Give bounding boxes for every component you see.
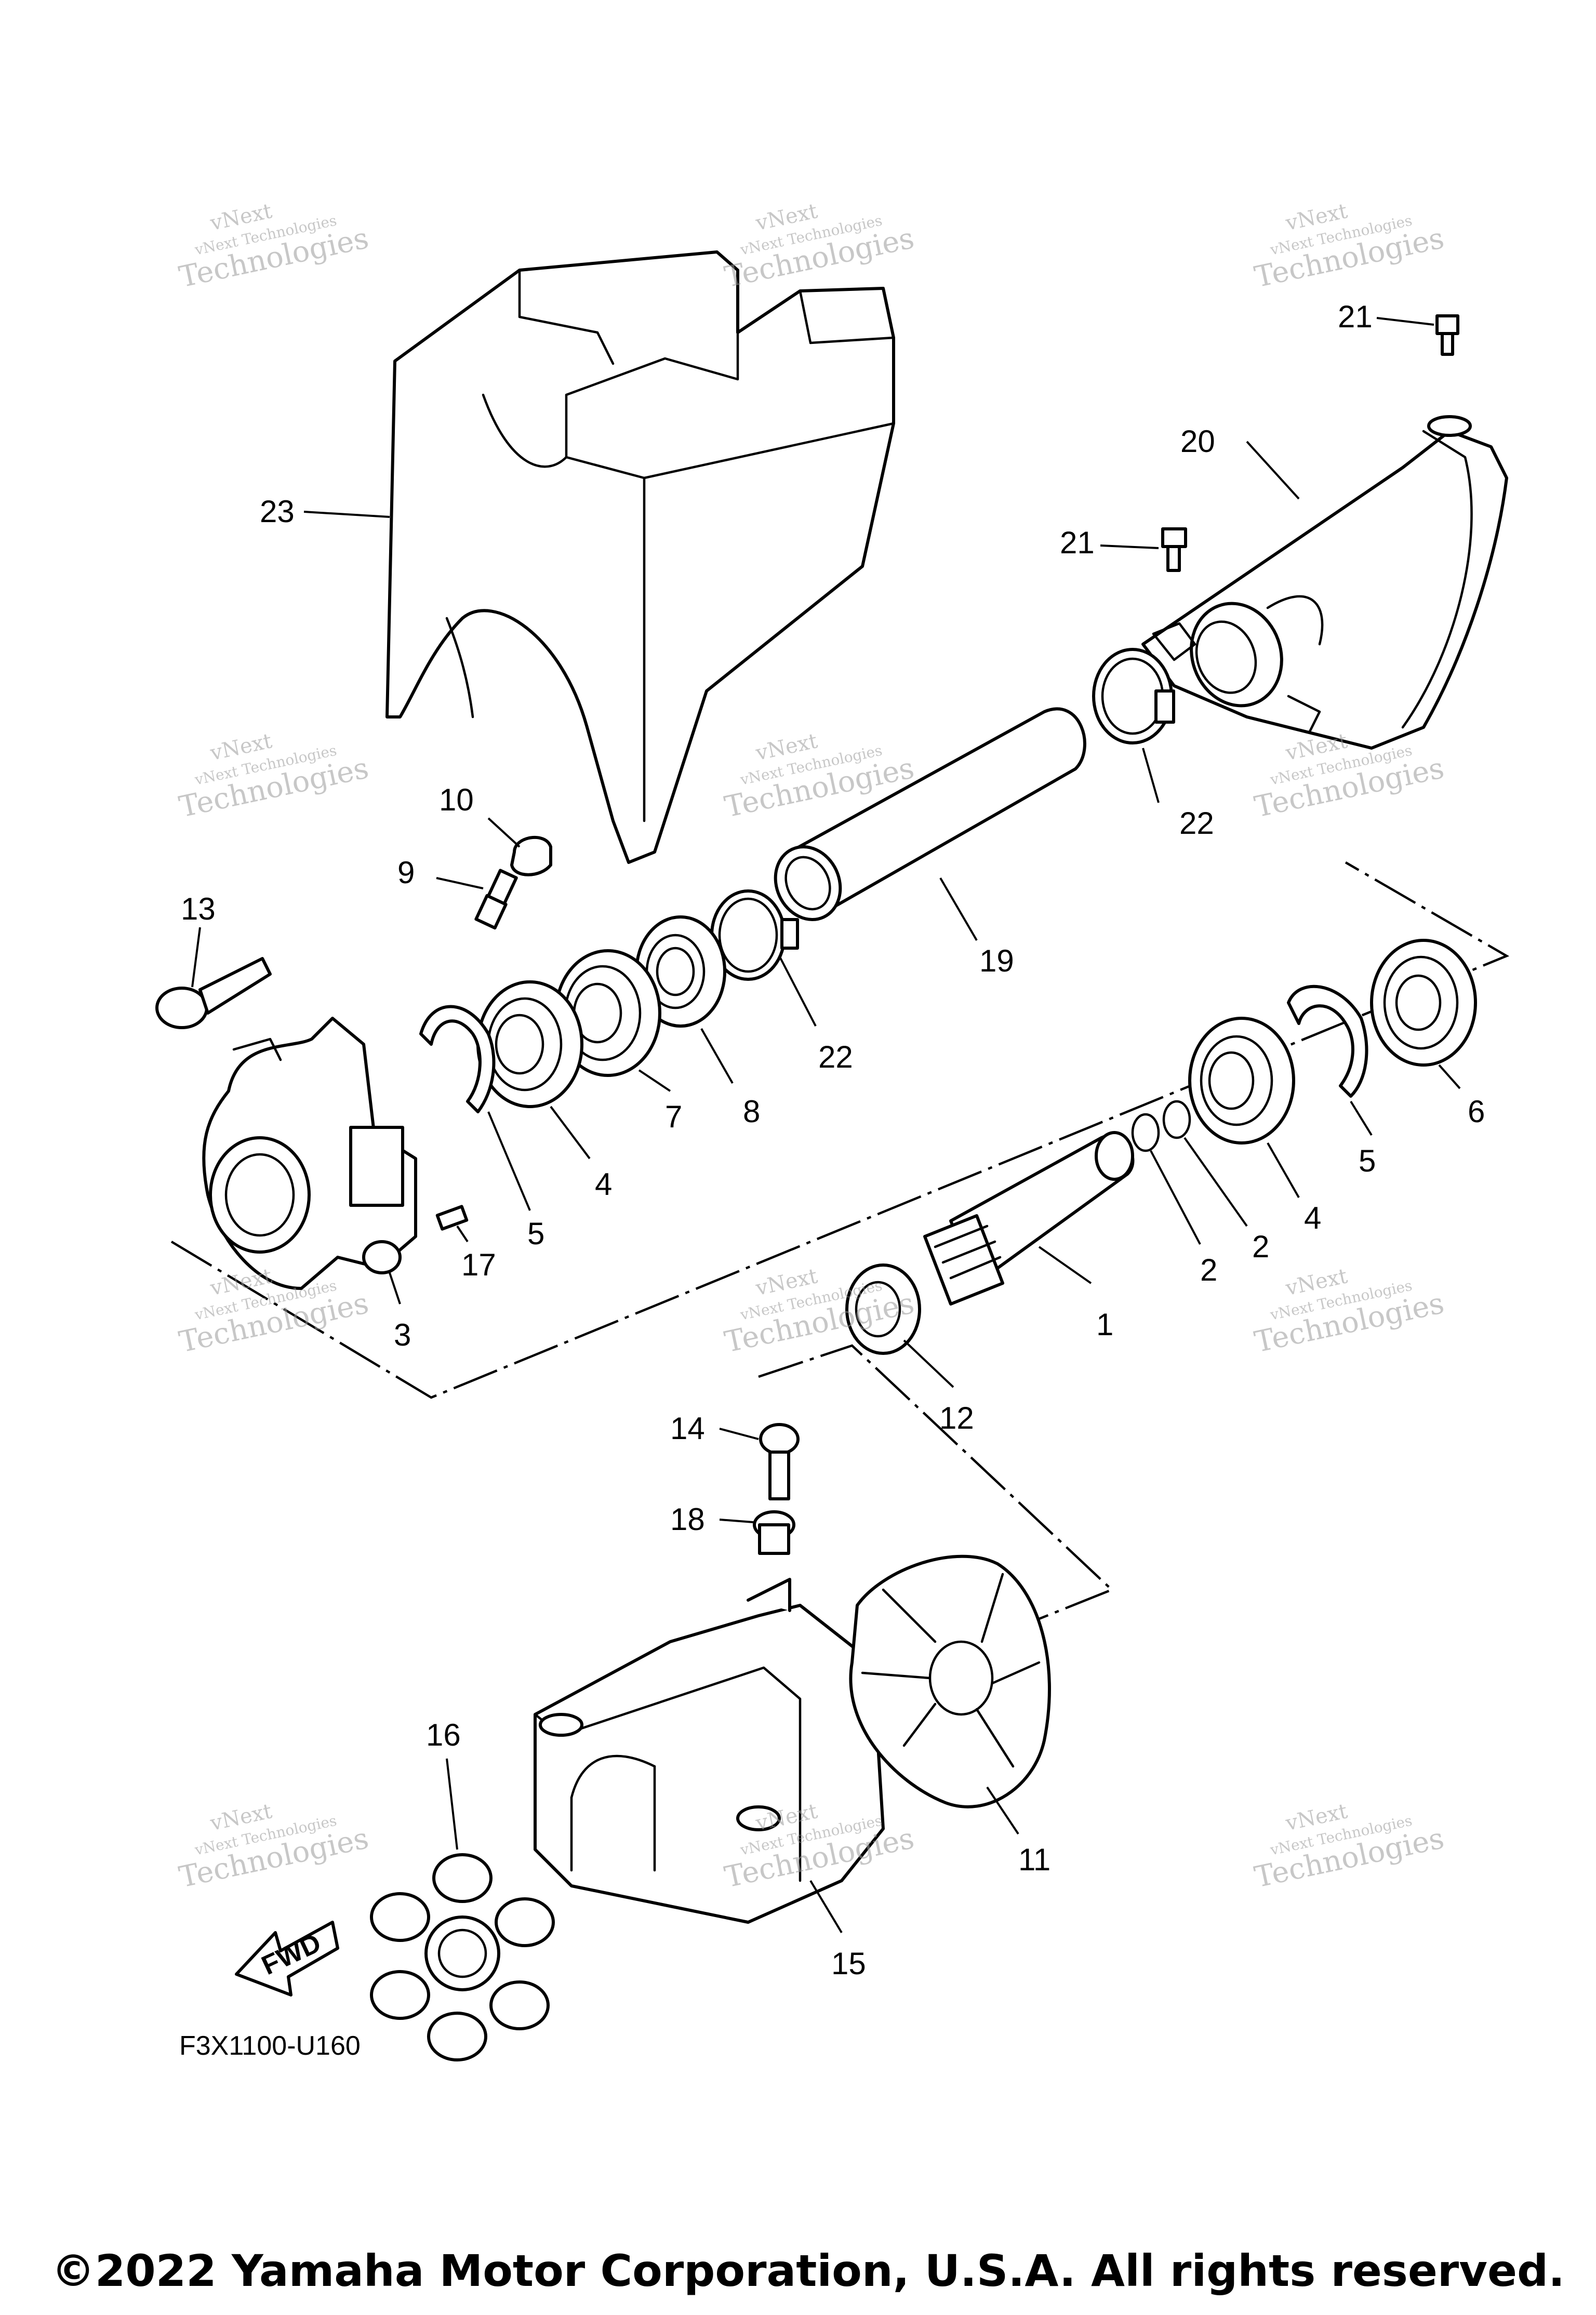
part-21-bolt-upper <box>1435 314 1459 356</box>
callout-22-right: 22 <box>1179 806 1214 841</box>
callout-8: 8 <box>743 1094 760 1129</box>
part-17-pin <box>435 1205 469 1231</box>
callout-20: 20 <box>1180 424 1215 459</box>
copyright-notice: ©2022 Yamaha Motor Corporation, U.S.A. A… <box>51 2245 1565 2296</box>
callout-14: 14 <box>670 1411 705 1446</box>
callout-23: 23 <box>260 494 295 529</box>
callout-17: 17 <box>461 1247 496 1282</box>
diagram-code: F3X1100-U160 <box>179 2031 361 2061</box>
part-4-bearing-left <box>476 980 583 1108</box>
part-9-fitting <box>474 869 518 930</box>
part-22-clamp-right <box>1092 648 1175 744</box>
callout-2-left: 2 <box>1200 1253 1217 1287</box>
part-15-duct <box>534 1578 885 1924</box>
callout-16: 16 <box>426 1718 461 1752</box>
part-20-nozzle <box>1141 415 1508 750</box>
part-16-damper <box>370 1853 555 2061</box>
callout-4-right: 4 <box>1304 1201 1321 1235</box>
callout-10: 10 <box>439 782 474 817</box>
assembly-boundary-lower <box>758 1344 1114 1622</box>
fwd-arrow-icon: FWD <box>235 1921 339 1997</box>
callout-19: 19 <box>979 943 1014 978</box>
part-5-circlip-right <box>1287 984 1368 1098</box>
part-3-housing <box>202 1017 417 1290</box>
callout-6: 6 <box>1468 1094 1485 1129</box>
callout-4-left: 4 <box>595 1167 612 1202</box>
callout-5-right: 5 <box>1359 1143 1376 1178</box>
part-10-cap <box>510 835 552 876</box>
assembly-boundary-upper <box>170 861 1510 1399</box>
callout-9: 9 <box>397 855 415 890</box>
part-4-bearing-right <box>1188 1017 1295 1145</box>
part-12-collar <box>845 1263 921 1355</box>
part-2-oring-a <box>1131 1113 1160 1152</box>
callout-13: 13 <box>181 892 216 926</box>
part-14-bolt <box>759 1423 800 1500</box>
callout-7: 7 <box>665 1099 682 1134</box>
leader-lines <box>191 317 1461 1934</box>
callout-2-right: 2 <box>1252 1229 1269 1264</box>
part-1-shaft <box>923 1131 1135 1306</box>
part-2-oring-b <box>1162 1100 1191 1139</box>
callout-11: 11 <box>1018 1842 1050 1877</box>
part-5-circlip-left <box>419 1005 496 1113</box>
callout-12: 12 <box>939 1401 974 1435</box>
part-23-cover <box>385 250 895 864</box>
callout-18: 18 <box>670 1502 705 1537</box>
part-21-bolt-lower <box>1161 527 1187 572</box>
part-11-impeller <box>849 1554 1051 1808</box>
part-6-bearing <box>1370 939 1477 1067</box>
callout-22-left: 22 <box>818 1040 853 1074</box>
part-13-bolt <box>155 957 272 1029</box>
callout-5-left: 5 <box>527 1216 544 1251</box>
callout-3: 3 <box>394 1318 411 1352</box>
callout-21-upper: 21 <box>1338 299 1373 334</box>
part-19-tube <box>774 707 1086 922</box>
part-18-collar <box>753 1510 795 1555</box>
callout-15: 15 <box>831 1946 866 1981</box>
callout-21-lower: 21 <box>1060 525 1095 560</box>
callout-1: 1 <box>1096 1307 1113 1342</box>
